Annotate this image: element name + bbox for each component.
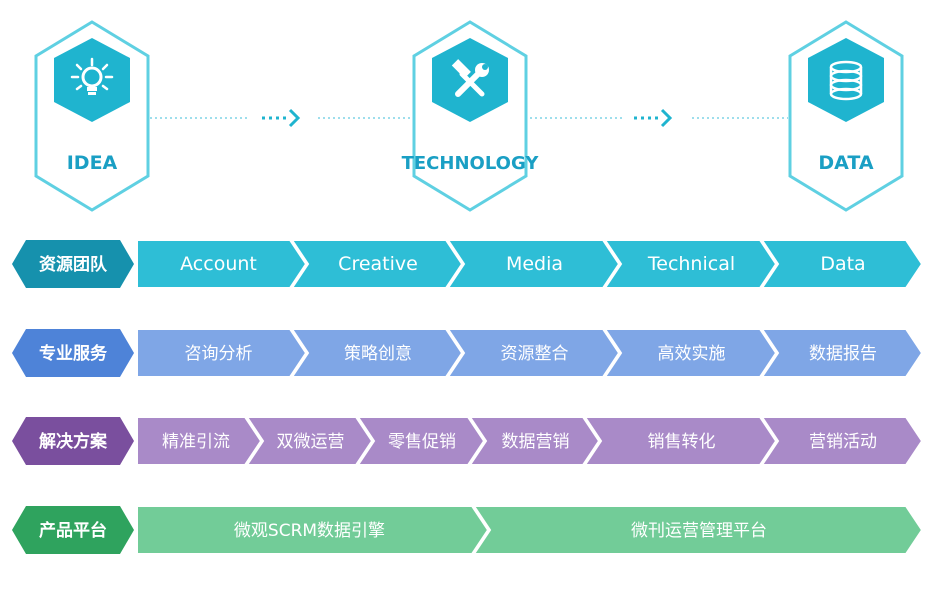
stage-label: IDEA: [67, 152, 118, 174]
row-item: 精准引流: [136, 416, 263, 466]
row-item-label: 销售转化: [648, 432, 716, 452]
row-item-chevron: [136, 505, 490, 555]
capability-rows: 资源团队 Account Creative Media Technical Data 专业服…: [12, 239, 924, 555]
row-item-chevron: [760, 416, 924, 466]
stages-layer: IDEA TECHNOLOGY DATA: [34, 20, 904, 212]
row-item-chevron: [760, 239, 924, 289]
row-item-label: Data: [820, 253, 865, 275]
row-item-chevron: [136, 416, 263, 466]
stage-icon-badge: [54, 38, 130, 122]
row-item-label: 微观SCRM数据引擎: [234, 521, 385, 541]
stage-data: DATA: [788, 20, 904, 212]
row-item-label: Account: [180, 253, 257, 275]
row-label-badge: [12, 417, 134, 465]
row-item-chevron: [760, 328, 924, 378]
row-label: 解决方案: [39, 431, 108, 452]
row-item: Creative: [290, 239, 464, 289]
row-team: 资源团队 Account Creative Media Technical Data: [12, 239, 924, 289]
wrench-hammer-icon: [451, 59, 489, 97]
row-item: 数据报告: [760, 328, 924, 378]
row-item: 双微运营: [245, 416, 374, 466]
row-item-chevron: [136, 239, 308, 289]
row-item: 高效实施: [603, 328, 778, 378]
row-item: Media: [446, 239, 621, 289]
stage-connector: [150, 108, 301, 128]
row-item-label: Technical: [647, 253, 735, 275]
row-solutions: 解决方案 精准引流 双微运营 零售促销 数据营销 销售转化 营销活动: [12, 416, 924, 466]
stage-connectors: [150, 108, 788, 128]
row-item-label: 数据营销: [502, 432, 570, 452]
row-services: 专业服务 咨询分析 策略创意 资源整合 高效实施 数据报告: [12, 328, 924, 378]
stage-idea: IDEA: [34, 20, 150, 212]
row-item-chevron: [356, 416, 486, 466]
row-item-chevron: [290, 328, 464, 378]
row-item: Data: [760, 239, 924, 289]
row-label: 资源团队: [39, 254, 108, 275]
arrow-right-icon: [660, 108, 673, 128]
row-item-chevron: [446, 239, 621, 289]
row-item-label: 资源整合: [501, 344, 569, 364]
arrow-right-icon: [288, 108, 301, 128]
row-item: 资源整合: [446, 328, 621, 378]
row-item-chevron: [245, 416, 374, 466]
row-item: 零售促销: [356, 416, 486, 466]
row-label-badge: [12, 329, 134, 377]
row-label-badge: [12, 240, 134, 288]
row-item-label: 数据报告: [809, 344, 877, 364]
lightbulb-icon: [70, 57, 114, 95]
row-label: 专业服务: [39, 343, 108, 364]
row-item-chevron: [136, 328, 308, 378]
row-item-label: 双微运营: [277, 432, 345, 452]
row-item-label: 营销活动: [809, 432, 877, 452]
row-products: 产品平台 微观SCRM数据引擎 微刊运营管理平台: [12, 505, 924, 555]
row-item: Account: [136, 239, 308, 289]
row-item-chevron: [446, 328, 621, 378]
row-item: Technical: [603, 239, 778, 289]
row-item-label: 零售促销: [388, 432, 456, 452]
row-item-chevron: [468, 416, 601, 466]
stage-label: TECHNOLOGY: [402, 153, 540, 174]
row-item: 营销活动: [760, 416, 924, 466]
row-label-badge: [12, 506, 134, 554]
row-item-label: 精准引流: [162, 432, 230, 452]
row-item: 微刊运营管理平台: [472, 505, 924, 555]
row-item-label: 策略创意: [344, 344, 412, 364]
database-icon: [829, 60, 863, 101]
row-item: 策略创意: [290, 328, 464, 378]
stage-technology: TECHNOLOGY: [402, 20, 540, 212]
row-label: 产品平台: [39, 520, 107, 541]
row-item-label: 咨询分析: [185, 344, 253, 364]
row-item: 数据营销: [468, 416, 601, 466]
row-item: 销售转化: [583, 416, 778, 466]
row-item: 咨询分析: [136, 328, 308, 378]
row-item-chevron: [472, 505, 924, 555]
row-item-chevron: [603, 239, 778, 289]
stage-label: DATA: [818, 152, 873, 174]
row-item: 微观SCRM数据引擎: [136, 505, 490, 555]
row-item-chevron: [290, 239, 464, 289]
row-item-label: Media: [506, 253, 563, 275]
row-item-chevron: [603, 328, 778, 378]
row-item-label: 微刊运营管理平台: [631, 521, 767, 541]
stage-connector: [530, 108, 673, 128]
row-item-label: 高效实施: [658, 344, 726, 364]
row-item-label: Creative: [338, 253, 418, 275]
row-item-chevron: [583, 416, 778, 466]
